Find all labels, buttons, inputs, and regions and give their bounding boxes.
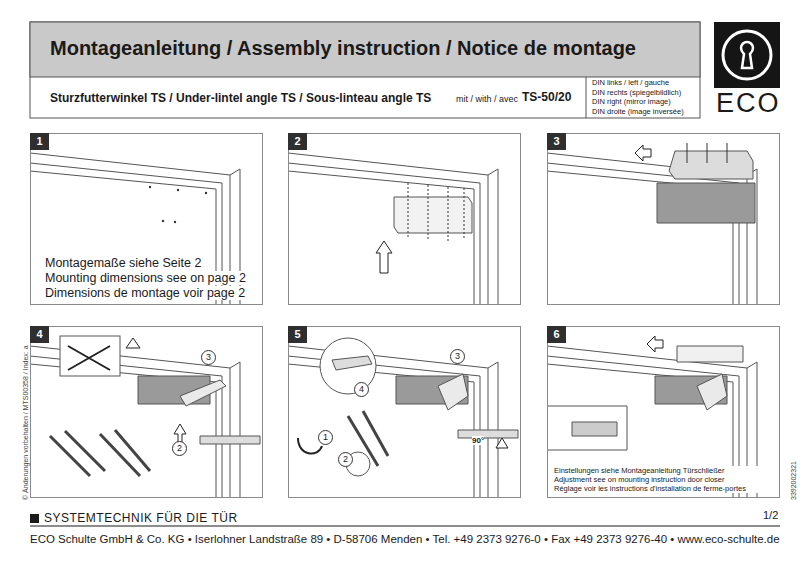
illustration-part xyxy=(408,183,409,239)
step-note: Réglage voir les instructions d'installa… xyxy=(554,484,774,493)
callout-number: 2 xyxy=(172,441,187,456)
callout-number: 2 xyxy=(338,452,353,467)
illustration-part xyxy=(572,422,617,436)
illustration-part xyxy=(332,356,372,370)
header-text: DIN links / left / gauche xyxy=(592,79,669,88)
illustration-part xyxy=(376,241,392,273)
header-text: DIN right (mirror image) xyxy=(592,98,671,107)
step-number: 2 xyxy=(288,133,307,150)
illustration-part xyxy=(687,143,688,163)
illustration-part xyxy=(647,336,663,352)
step-note: Einstellungen siehe Montageanleitung Tür… xyxy=(554,466,774,475)
callout-number: 1 xyxy=(318,430,333,445)
step-panel: 1Montagemaße siehe Seite 2Mounting dimen… xyxy=(30,133,263,305)
door-frame xyxy=(547,143,757,305)
illustration-part xyxy=(68,346,110,370)
callout-number: 3 xyxy=(450,349,465,364)
callout-number: 4 xyxy=(354,382,369,397)
footer-text: SYSTEMTECHNIK FÜR DIE TÜR xyxy=(44,512,238,526)
illustration-part xyxy=(30,525,780,526)
illustration-part xyxy=(408,183,464,241)
header-text: DIN rechts (spiegelbildlich) xyxy=(592,89,681,98)
illustration-part xyxy=(657,183,755,223)
step-number: 1 xyxy=(30,133,49,150)
illustration-part xyxy=(635,145,651,161)
header-frame xyxy=(30,22,780,118)
illustration-part xyxy=(428,185,429,241)
illustration-part xyxy=(177,189,179,191)
illustration-part xyxy=(586,77,587,118)
illustration-part xyxy=(288,153,498,305)
illustration-part xyxy=(438,374,468,410)
illustration-part xyxy=(180,380,226,406)
illustration-part xyxy=(288,346,498,498)
header-text: TS-50/20 xyxy=(522,91,571,105)
step-panel: 3 xyxy=(547,133,780,305)
illustration-part xyxy=(677,346,743,362)
door-frame xyxy=(288,338,518,498)
illustration-part xyxy=(669,151,753,179)
illustration-part xyxy=(707,143,708,163)
header-text: DIN droite (image inversée) xyxy=(592,108,684,117)
step-number: 3 xyxy=(547,133,566,150)
step-number: 5 xyxy=(288,326,307,343)
footer-text: © Änderungen vorbehalten / MTS00358 / In… xyxy=(22,345,30,500)
illustration-part xyxy=(697,374,727,410)
illustration-part xyxy=(149,186,207,223)
header-text: mit / with / avec xyxy=(456,94,518,104)
illustration-part xyxy=(448,187,449,241)
illustration-part xyxy=(714,22,780,88)
illustration-part xyxy=(547,406,627,450)
illustration-part xyxy=(162,220,164,222)
illustration-part xyxy=(394,197,472,233)
illustration-part xyxy=(458,430,518,438)
step-panel: 4 xyxy=(30,326,263,498)
illustration-part xyxy=(60,336,120,376)
illustration-part xyxy=(200,436,260,444)
illustration-part xyxy=(687,143,727,163)
illustration-part xyxy=(723,31,771,79)
illustration-part xyxy=(30,514,39,523)
callout-number: 3 xyxy=(201,350,216,365)
step-number: 6 xyxy=(547,326,566,343)
page-title: Montageanleitung / Assembly instruction … xyxy=(50,37,636,60)
step-number: 4 xyxy=(30,326,49,343)
footer-text: 3392002321 xyxy=(790,461,798,500)
dimension-label: 90° xyxy=(472,436,484,445)
step-note: Adjustment see on mounting instruction d… xyxy=(554,475,774,484)
illustration-part xyxy=(464,188,465,239)
step-panel: 6Einstellungen siehe Montageanleitung Tü… xyxy=(547,326,780,498)
brand-name: ECO xyxy=(716,88,781,119)
illustration-part xyxy=(30,22,700,77)
footer-text: ECO Schulte GmbH & Co. KG • Iserlohner L… xyxy=(30,533,780,546)
illustration-part xyxy=(126,338,140,348)
illustration-part xyxy=(496,438,508,448)
illustration-part xyxy=(205,192,207,194)
step-note: Mounting dimensions see on page 2 xyxy=(45,271,246,285)
illustration-part xyxy=(30,22,700,118)
illustration-part xyxy=(149,186,151,188)
door-frame xyxy=(30,336,260,498)
footer-text: 1/2 xyxy=(763,509,778,522)
step-panel: 5 xyxy=(288,326,521,498)
header-text: Sturzfutterwinkel TS / Under-lintel angl… xyxy=(50,92,431,106)
door-frame xyxy=(288,153,498,305)
illustration-part xyxy=(50,430,150,476)
step-note: Dimensions de montage voir page 2 xyxy=(45,286,245,300)
step-note: Montagemaße siehe Seite 2 xyxy=(45,256,201,270)
illustration-part xyxy=(741,42,753,68)
step-panel: 2 xyxy=(288,133,521,305)
illustration-part xyxy=(727,143,728,163)
illustration-part xyxy=(174,221,176,223)
